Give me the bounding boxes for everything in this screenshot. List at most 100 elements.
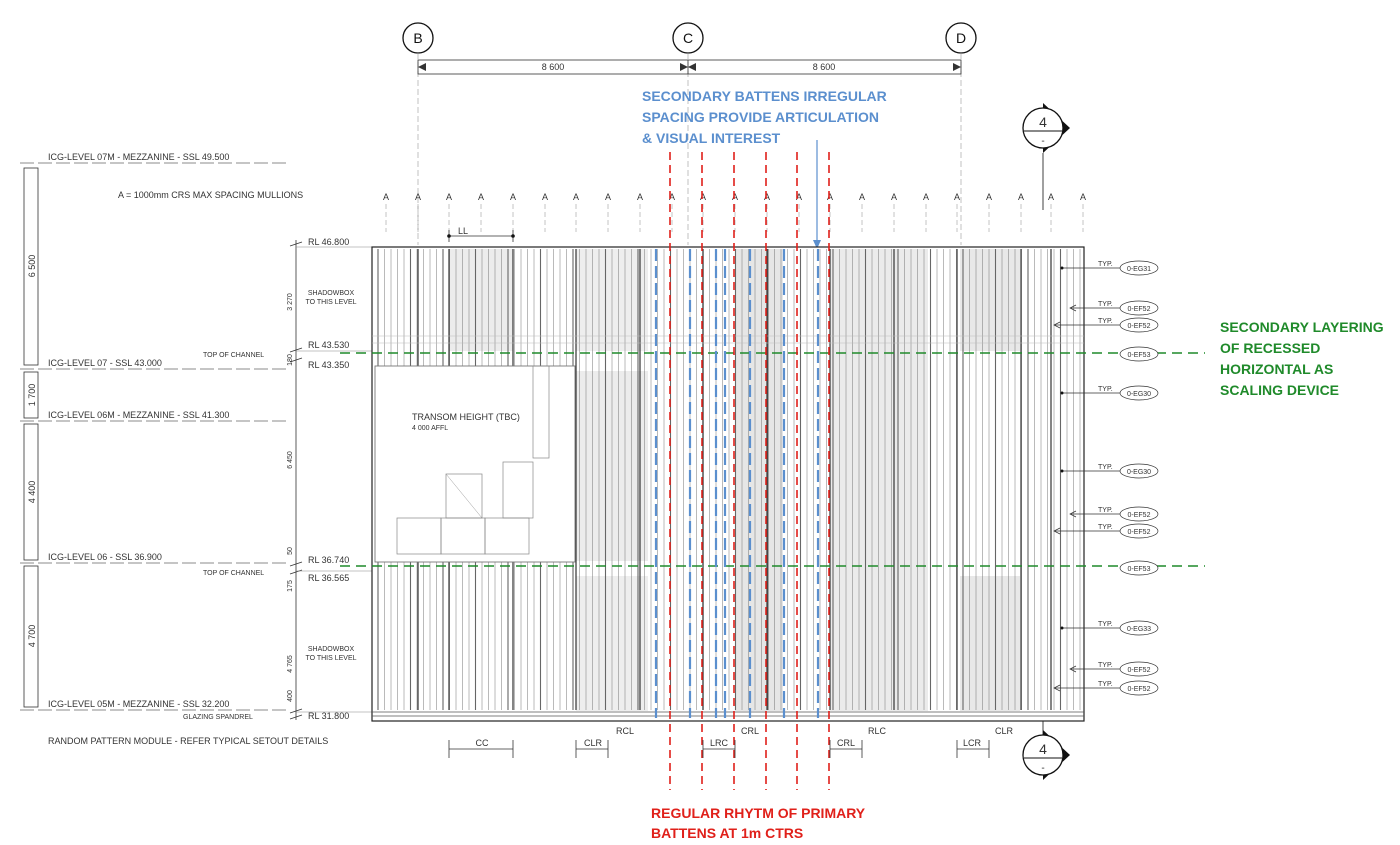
tag-ef52-f: TYP. 0-EF52 (1053, 680, 1159, 696)
note-random-pattern: RANDOM PATTERN MODULE - REFER TYPICAL SE… (48, 736, 328, 746)
section-marker-top: 4 - (1022, 103, 1070, 210)
mullion-marker: A (732, 192, 738, 202)
mullion-marker: A (637, 192, 643, 202)
left-dim-4: 4 700 (27, 625, 37, 648)
tag-ef52-c: TYP. 0-EF52 (1069, 506, 1159, 522)
mullion-marker: A (446, 192, 452, 202)
module-rlc-label: RLC (868, 726, 887, 736)
annotation-green-line-3: HORIZONTAL AS (1220, 361, 1333, 377)
inner-dimension-chain (289, 240, 303, 720)
module-rcl-label: RCL (616, 726, 634, 736)
module-clr-label-2: CLR (995, 726, 1014, 736)
note-glazing-spandrel: GLAZING SPANDREL (183, 714, 253, 721)
tag-ef52-label-5: 0-EF52 (1128, 667, 1151, 674)
tag-eg33-label: 0-EG33 (1127, 626, 1151, 633)
tag-typ-1: TYP. (1098, 261, 1113, 268)
mullion-marker: A (1018, 192, 1024, 202)
inner-dim-7: 400 (287, 690, 294, 702)
rl-31800: RL 31.800 (308, 711, 349, 721)
level-05m: ICG-LEVEL 05M - MEZZANINE - SSL 32.200 (48, 699, 229, 709)
tag-ef53-label-1: 0-EF53 (1128, 352, 1151, 359)
tag-eg30-label-1: 0-EG30 (1127, 391, 1151, 398)
mullion-marker: A (700, 192, 706, 202)
mullion-marker: A (1048, 192, 1054, 202)
grid-bubble-c: C (672, 22, 704, 54)
tag-eg31: TYP. 0-EG31 (1060, 260, 1159, 276)
mullion-marker: A (827, 192, 833, 202)
inner-dim-6: 4 765 (287, 655, 294, 673)
section-sheet-bottom: - (1041, 763, 1044, 774)
note-top-of-channel-1: TOP OF CHANNEL (203, 352, 264, 359)
inner-dim-5: 175 (287, 580, 294, 592)
tag-ef52-label-6: 0-EF52 (1128, 686, 1151, 693)
annotation-green-line-4: SCALING DEVICE (1220, 382, 1339, 398)
tag-ef52-label-4: 0-EF52 (1128, 529, 1151, 536)
tag-ef53-a: 0-EF53 (1119, 346, 1159, 362)
tag-typ-3: TYP. (1098, 318, 1113, 325)
inner-dim-3: 6 450 (287, 451, 294, 469)
tag-ef52-a: TYP. 0-EF52 (1069, 300, 1159, 316)
module-ll: LL (447, 226, 515, 242)
top-dimension: 8 600 8 600 (417, 59, 962, 75)
left-dim-3: 4 400 (27, 481, 37, 504)
tag-ef52-label-1: 0-EF52 (1128, 306, 1151, 313)
section-sheet-top: - (1041, 136, 1044, 147)
left-dim-2: 1 700 (27, 384, 37, 407)
rl-43350: RL 43.350 (308, 360, 349, 370)
grid-label-c: C (683, 30, 693, 46)
module-ll-label: LL (458, 226, 468, 236)
transom-window: TRANSOM HEIGHT (TBC) 4 000 AFFL (374, 365, 576, 563)
mullion-marker: A (478, 192, 484, 202)
inner-dim-4: 50 (287, 547, 294, 555)
level-06: ICG-LEVEL 06 - SSL 36.900 (48, 552, 162, 562)
note-shadowbox-1a: SHADOWBOX (308, 290, 355, 297)
annotation-green-line-1: SECONDARY LAYERING (1220, 319, 1384, 335)
rl-46800: RL 46.800 (308, 237, 349, 247)
tag-ef52-label-2: 0-EF52 (1128, 323, 1151, 330)
rl-36740: RL 36.740 (308, 555, 349, 565)
tag-typ-9: TYP. (1098, 662, 1113, 669)
mullion-marker: A (859, 192, 865, 202)
mullion-marker: A (669, 192, 675, 202)
module-lcr-label: LCR (963, 738, 982, 748)
arrow-down-icon (813, 240, 821, 249)
section-number-bottom: 4 (1039, 741, 1047, 757)
grid-bubble-b: B (402, 22, 434, 54)
mullion-marker: A (510, 192, 516, 202)
bottom-module-dims (448, 740, 990, 758)
module-lrc-label: LRC (710, 738, 729, 748)
note-shadowbox-2a: SHADOWBOX (308, 646, 355, 653)
tag-ef52-label-3: 0-EF52 (1128, 512, 1151, 519)
inner-dim-1: 3 270 (287, 293, 294, 311)
annotation-red-line-2: BATTENS AT 1m CTRS (651, 825, 803, 841)
mullion-marker: A (796, 192, 802, 202)
module-crl-label-1: CRL (741, 726, 759, 736)
annotation-secondary-battens: SECONDARY BATTENS IRREGULAR SPACING PROV… (642, 88, 887, 249)
tag-typ-2: TYP. (1098, 301, 1113, 308)
tag-eg30-a: TYP. 0-EG30 (1060, 385, 1159, 401)
annotation-green-line-2: OF RECESSED (1220, 340, 1320, 356)
section-marker-bottom: 4 - (1022, 680, 1070, 780)
module-cc-label: CC (476, 738, 489, 748)
tag-ef53-b: 0-EF53 (1119, 560, 1159, 576)
mullion-marker: A (573, 192, 579, 202)
level-07m: ICG-LEVEL 07M - MEZZANINE - SSL 49.500 (48, 152, 229, 162)
section-number-top: 4 (1039, 114, 1047, 130)
mullion-marker: A (415, 192, 421, 202)
tag-typ-6: TYP. (1098, 507, 1113, 514)
level-06m: ICG-LEVEL 06M - MEZZANINE - SSL 41.300 (48, 410, 229, 420)
annotation-primary-battens: REGULAR RHYTM OF PRIMARY BATTENS AT 1m C… (651, 805, 866, 841)
module-crl-label-2: CRL (837, 738, 855, 748)
left-dimension-chain (23, 167, 39, 708)
dim-cd: 8 600 (813, 62, 836, 72)
rl-36565: RL 36.565 (308, 573, 349, 583)
level-lines (20, 162, 290, 711)
note-shadowbox-1b: TO THIS LEVEL (305, 299, 356, 306)
annotation-blue-line-3: & VISUAL INTEREST (642, 130, 781, 146)
grid-bubble-d: D (945, 22, 977, 54)
module-clr-label-1: CLR (584, 738, 603, 748)
left-dim-1: 6 500 (27, 255, 37, 278)
tag-typ-7: TYP. (1098, 524, 1113, 531)
mullion-marker: A (954, 192, 960, 202)
